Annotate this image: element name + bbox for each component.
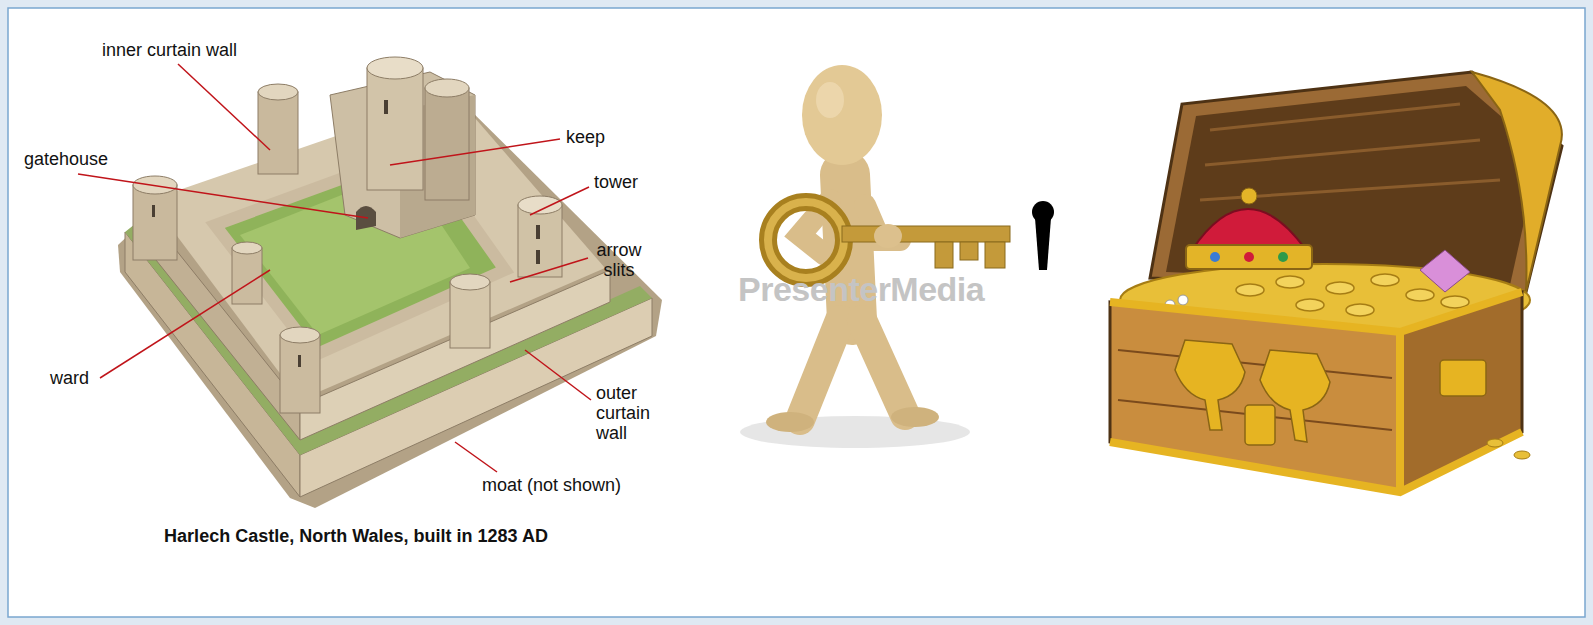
part-label: inner curtain wall — [102, 40, 237, 60]
key-figure-illustration-part — [802, 65, 882, 165]
treasure-chest-illustration-part-part — [1296, 299, 1324, 311]
key-figure-illustration-part-part — [862, 320, 905, 415]
treasure-chest-illustration-part-part — [1487, 439, 1503, 447]
key-figure-illustration-part — [768, 202, 844, 278]
key-figure-illustration-part — [768, 202, 844, 278]
treasure-chest-illustration-part-part — [1110, 292, 1522, 332]
castle-illustration-part — [425, 88, 469, 200]
key-figure-illustration-part — [1035, 218, 1051, 270]
castle-illustration-part — [232, 242, 262, 254]
treasure-chest-illustration-part-part — [1406, 289, 1434, 301]
leader-lines-part — [455, 442, 497, 472]
leader-lines-part — [100, 270, 270, 378]
treasure-chest-illustration-part — [1192, 209, 1306, 250]
leader-lines-part — [390, 139, 560, 165]
part-label: outer curtain wall — [596, 383, 668, 443]
treasure-chest-illustration-part-part — [1276, 276, 1304, 288]
castle-illustration-part — [450, 274, 490, 290]
treasure-chest-illustration-part — [1175, 340, 1486, 445]
leader-lines-part — [510, 258, 588, 282]
castle-illustration-part — [258, 92, 298, 174]
leader-lines — [78, 64, 591, 472]
treasure-chest-illustration-part — [1278, 252, 1288, 262]
castle-illustration-part — [450, 282, 490, 348]
castle-illustration-part — [298, 355, 301, 367]
treasure-chest-illustration-part-part — [1245, 405, 1275, 445]
watermark: PresenterMedia — [738, 270, 984, 308]
figure-caption: Harlech Castle, North Wales, built in 12… — [164, 526, 548, 546]
treasure-chest-illustration-part — [1200, 104, 1500, 200]
leader-lines-part — [525, 350, 591, 400]
part-label: moat (not shown) — [482, 475, 621, 495]
treasure-chest-illustration-part — [1244, 252, 1254, 262]
part-label: ward — [50, 368, 89, 388]
treasure-chest-illustration-part-part — [1175, 340, 1245, 430]
leader-lines-part — [530, 187, 589, 215]
key-figure-illustration-part — [891, 407, 939, 427]
treasure-chest-illustration-part-part — [1178, 295, 1188, 305]
castle-illustration-part — [367, 68, 423, 190]
treasure-chest-illustration-part-part — [1110, 432, 1522, 492]
part-label: keep — [566, 127, 605, 147]
treasure-chest-illustration-part — [1150, 72, 1562, 292]
slide-frame — [8, 8, 1585, 617]
treasure-chest-illustration-part-part — [1210, 104, 1460, 130]
key-figure-illustration-part-part — [800, 320, 840, 420]
leader-lines-part — [78, 174, 368, 218]
castle-illustration-part — [258, 84, 298, 100]
leader-lines-part — [178, 64, 270, 150]
treasure-chest-illustration-part — [1110, 292, 1522, 492]
key-figure-illustration-part — [960, 242, 978, 260]
treasure-chest-illustration-part-part — [1396, 332, 1404, 492]
key-figure-illustration-part — [816, 82, 844, 118]
part-label: tower — [594, 172, 638, 192]
treasure-chest-illustration-part-part — [1440, 360, 1486, 396]
castle-illustration-part — [280, 335, 320, 413]
castle-illustration-part — [536, 225, 540, 239]
castle-illustration-part — [518, 205, 562, 277]
treasure-chest-illustration-part-part — [1346, 304, 1374, 316]
treasure-chest-illustration-part — [1210, 252, 1220, 262]
key-figure-illustration-part — [874, 224, 902, 248]
key-figure-illustration-part — [935, 242, 953, 268]
part-label: gatehouse — [24, 149, 108, 169]
castle-illustration-part — [518, 196, 562, 214]
key-figure-illustration-part — [985, 242, 1005, 268]
castle-illustration-part — [367, 57, 423, 79]
treasure-chest-illustration-part — [1487, 439, 1530, 459]
treasure-chest-illustration-part-part — [1205, 140, 1480, 165]
treasure-chest-illustration-part-part — [1441, 296, 1469, 308]
key-figure-illustration-part — [766, 412, 814, 432]
castle-illustration-part — [232, 248, 262, 304]
castle-illustration-part — [425, 79, 469, 97]
castle-illustration-part — [536, 250, 540, 264]
treasure-chest-illustration-part — [1166, 86, 1540, 285]
key-figure-illustration-part — [842, 226, 1010, 242]
treasure-chest-illustration-part — [1472, 72, 1562, 292]
castle-illustration-part — [152, 205, 155, 217]
treasure-chest-illustration-part-part — [1371, 274, 1399, 286]
castle-illustration — [118, 57, 662, 508]
key-figure-illustration — [740, 65, 1054, 448]
castle-illustration-part — [384, 100, 388, 114]
treasure-chest-illustration-part — [1241, 188, 1257, 204]
treasure-chest-illustration-part-part — [1236, 284, 1264, 296]
treasure-chest-illustration-part-part — [1326, 282, 1354, 294]
treasure-chest-illustration-part — [1420, 250, 1470, 292]
treasure-chest-illustration-part — [1186, 245, 1312, 269]
castle-illustration-part — [280, 327, 320, 343]
castle-illustration-part — [133, 185, 177, 260]
treasure-chest-illustration-part-part — [1118, 350, 1392, 378]
part-label: arrow slits — [588, 240, 650, 280]
treasure-chest-illustration — [1110, 72, 1562, 492]
treasure-chest-illustration-part-part — [1514, 451, 1530, 459]
